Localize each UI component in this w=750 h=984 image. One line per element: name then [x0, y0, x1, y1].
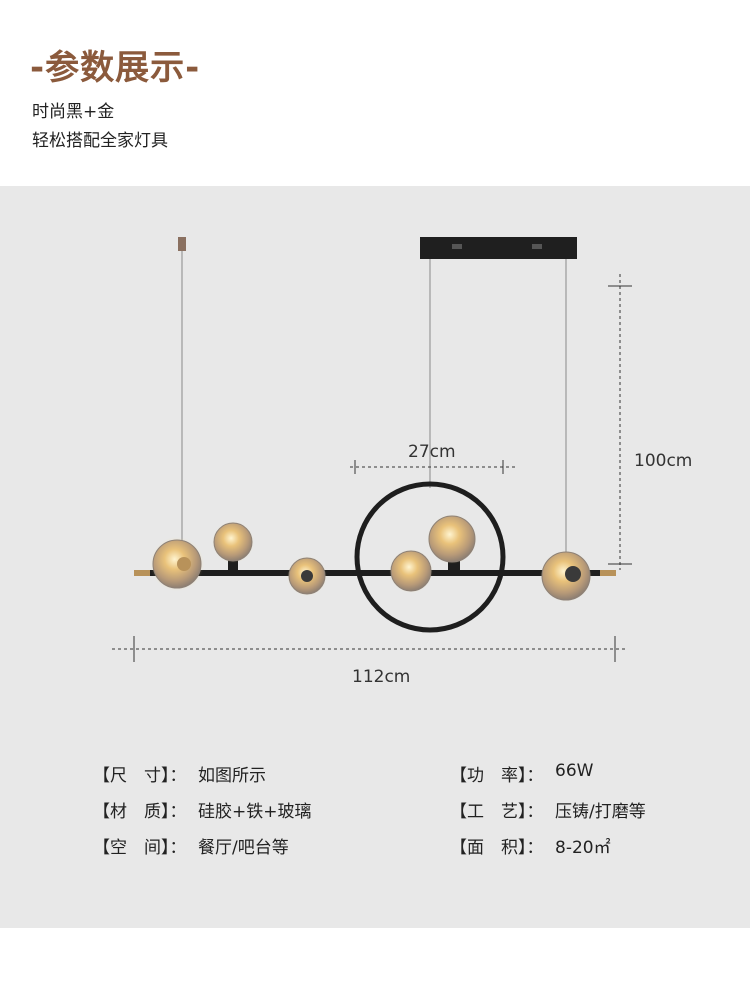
spec-label: 【空 间】： — [93, 838, 187, 858]
spec-material: 【材 质】： 硅胶+铁+玻璃 — [93, 797, 312, 822]
spec-value: 压铸/打磨等 — [555, 802, 646, 822]
spec-value: 餐厅/吧台等 — [198, 838, 289, 858]
globe-6 — [540, 550, 592, 602]
subtitle-tagline: 轻松搭配全家灯具 — [32, 131, 168, 151]
spec-label: 【功 率】： — [450, 766, 544, 786]
globe-1 — [150, 537, 204, 591]
spec-area: 【面 积】： 8-20㎡ — [450, 833, 611, 858]
brass-end-left — [134, 570, 150, 576]
globe-3 — [287, 556, 327, 596]
left-hook — [178, 237, 186, 251]
spec-label: 【面 积】： — [450, 838, 544, 858]
spec-value: 硅胶+铁+玻璃 — [198, 802, 312, 822]
spec-value: 66W — [555, 761, 594, 781]
lamp-diagram — [112, 237, 632, 662]
dim-height — [608, 274, 632, 570]
product-panel: 27cm 100cm 112cm 【尺 寸】： 如图所示 【材 质】： 硅胶+铁… — [0, 186, 750, 928]
brass-end-right — [600, 570, 616, 576]
page-title: -参数展示- — [30, 48, 201, 88]
spec-value: 如图所示 — [198, 766, 266, 786]
main-bar — [150, 570, 600, 576]
dim-ring-width — [350, 460, 516, 474]
spec-space: 【空 间】： 餐厅/吧台等 — [93, 833, 289, 858]
dim-label-height: 100cm — [634, 451, 693, 471]
spec-label: 【工 艺】： — [450, 802, 544, 822]
subtitle-color: 时尚黑+金 — [32, 102, 115, 122]
globe-5 — [427, 514, 477, 570]
dim-label-ring-width: 27cm — [408, 442, 456, 462]
dim-label-length: 112cm — [352, 667, 411, 687]
spec-label: 【尺 寸】： — [93, 766, 187, 786]
spec-power: 【功 率】： 66W — [450, 761, 593, 786]
globe-4 — [389, 549, 433, 593]
ceiling-canopy — [420, 237, 577, 259]
spec-label: 【材 质】： — [93, 802, 187, 822]
globe-2 — [212, 521, 254, 570]
dim-length — [112, 636, 628, 662]
spec-size: 【尺 寸】： 如图所示 — [93, 761, 266, 786]
spec-value: 8-20㎡ — [555, 838, 611, 858]
spec-craft: 【工 艺】： 压铸/打磨等 — [450, 797, 646, 822]
ring-frame — [354, 481, 506, 633]
